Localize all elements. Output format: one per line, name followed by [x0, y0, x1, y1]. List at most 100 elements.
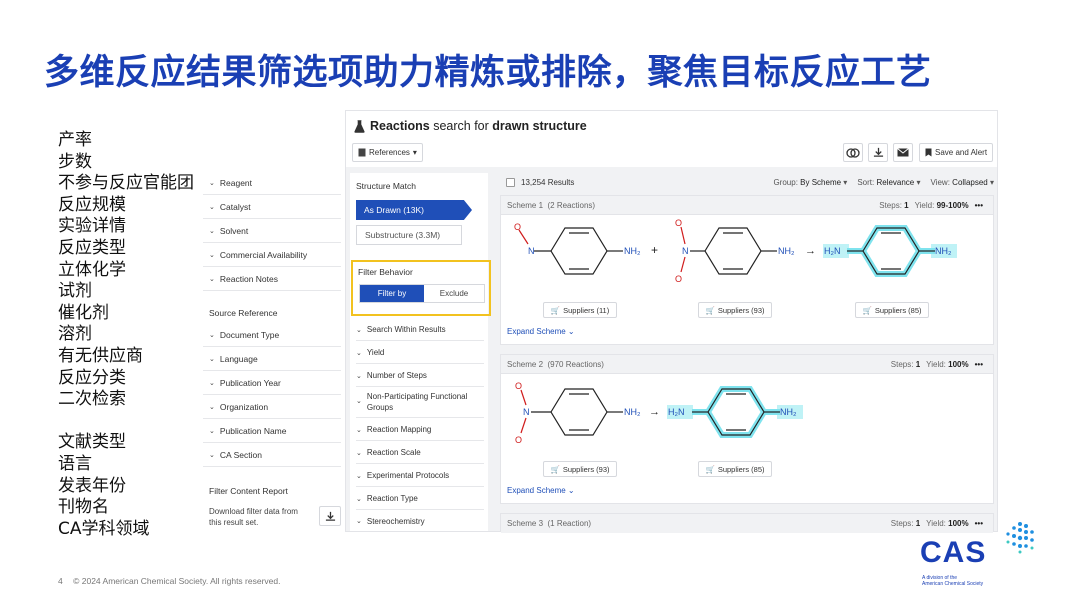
filter-stereochemistry[interactable]: ⌄Stereochemistry	[356, 516, 425, 526]
chevron-down-icon: ⌄	[356, 398, 362, 405]
filter-document-type[interactable]: ⌄Document Type	[203, 324, 341, 347]
download-filter-button[interactable]	[319, 506, 341, 526]
save-and-alert-button[interactable]: Save and Alert	[919, 143, 994, 162]
chevron-down-icon: ⌄	[209, 404, 215, 411]
atom-n: N	[528, 246, 535, 256]
compare-icon	[846, 147, 860, 158]
more-icon[interactable]: •••	[974, 519, 983, 528]
suppliers-button[interactable]: 🛒Suppliers (93)	[698, 302, 772, 318]
filter-by-option[interactable]: Filter by	[360, 285, 424, 302]
atom-o: O	[515, 435, 522, 445]
atom-o: O	[675, 274, 682, 284]
list-item: CA学科领域	[58, 518, 150, 539]
cart-icon: 🛒	[550, 305, 561, 315]
suppliers-button[interactable]: 🛒Suppliers (93)	[543, 461, 617, 477]
suppliers-button[interactable]: 🛒Suppliers (11)	[543, 302, 617, 318]
chevron-down-icon: ⌄	[356, 449, 362, 457]
filter-search-within-results[interactable]: ⌄Search Within Results	[356, 319, 484, 341]
filter-language[interactable]: ⌄Language	[203, 348, 341, 371]
envelope-icon	[897, 148, 909, 157]
filter-publication-name[interactable]: ⌄Publication Name	[203, 420, 341, 443]
filter-reaction-type[interactable]: ⌄Reaction Type	[356, 488, 484, 510]
footer: 4 © 2024 American Chemical Society. All …	[58, 576, 280, 586]
nh2-label: NH₂	[624, 246, 641, 256]
email-button[interactable]	[893, 143, 913, 162]
more-icon[interactable]: •••	[974, 201, 983, 210]
atom-o: O	[675, 218, 682, 228]
group-dropdown[interactable]: Group: By Scheme ▾	[773, 178, 848, 187]
sort-dropdown[interactable]: Sort: Relevance ▾	[857, 178, 921, 187]
chevron-down-icon: ⌄	[356, 349, 362, 357]
as-drawn-option[interactable]: As Drawn (13K)	[356, 200, 472, 220]
reactions-panel: Reactions search for drawn structure Ref…	[345, 110, 998, 533]
copyright: © 2024 American Chemical Society. All ri…	[73, 576, 281, 586]
source-reference-heading: Source Reference	[209, 308, 278, 318]
download-note: Download filter data from this result se…	[209, 507, 298, 527]
bookmark-icon	[925, 148, 932, 157]
cart-icon: 🛒	[862, 305, 872, 315]
cart-icon: 🛒	[705, 464, 715, 474]
filter-publication-year[interactable]: ⌄Publication Year	[203, 372, 341, 395]
view-dropdown[interactable]: View: Collapsed ▾	[930, 178, 994, 187]
filter-reaction-notes[interactable]: ⌄Reaction Notes	[203, 268, 341, 291]
filter-reagent[interactable]: ⌄Reagent	[203, 172, 341, 195]
chevron-down-icon: ⌄	[209, 380, 215, 387]
chevron-down-icon: ⌄	[209, 428, 215, 435]
suppliers-button[interactable]: 🛒Suppliers (85)	[698, 461, 772, 477]
chevron-down-icon: ⌄	[356, 326, 362, 334]
filter-ca-section[interactable]: ⌄CA Section	[203, 444, 341, 467]
chevron-down-icon: ⌄	[209, 452, 215, 459]
reaction-scheme-2: O N O NH₂ →	[515, 381, 803, 445]
filter-reaction-mapping[interactable]: ⌄Reaction Mapping	[356, 419, 484, 441]
download-button[interactable]	[868, 143, 888, 162]
filter-yield[interactable]: ⌄Yield	[356, 342, 484, 364]
filter-number-of-steps[interactable]: ⌄Number of Steps	[356, 365, 484, 387]
reaction-arrow: →	[649, 406, 660, 418]
slide-title: 多维反应结果筛选项助力精炼或排除，聚焦目标反应工艺	[44, 53, 932, 93]
expand-scheme-link[interactable]: Expand Scheme ⌄	[507, 486, 575, 495]
page-number: 4	[58, 576, 63, 586]
results-area: 13,254 Results Group: By Scheme ▾ Sort: …	[500, 173, 994, 533]
reaction-scheme-1: O N NH₂ + O N O	[514, 218, 957, 284]
reaction-arrow: →	[805, 245, 816, 257]
substructure-option[interactable]: Substructure (3.3M)	[356, 225, 462, 245]
nh2-label: NH₂	[778, 246, 795, 256]
compare-button[interactable]	[843, 143, 863, 162]
list-item: 立体化学	[58, 259, 126, 280]
list-item: 二次检索	[58, 389, 126, 410]
chevron-down-icon: ⌄	[209, 356, 215, 363]
list-item: 产率	[58, 130, 92, 150]
filter-catalyst[interactable]: ⌄Catalyst	[203, 196, 341, 219]
h2n-label: H₂N	[824, 246, 841, 256]
exclude-option[interactable]: Exclude	[439, 289, 469, 298]
nh2-label: NH₂	[935, 246, 952, 256]
more-icon[interactable]: •••	[974, 360, 983, 369]
nh2-label: NH₂	[780, 407, 797, 417]
atom-o: O	[514, 222, 521, 232]
filter-experimental-protocols[interactable]: ⌄Experimental Protocols	[356, 465, 484, 487]
list-item: 刊物名	[58, 497, 109, 518]
select-all-checkbox[interactable]	[506, 178, 515, 187]
list-item: 反应规模	[58, 194, 126, 215]
filter-organization[interactable]: ⌄Organization	[203, 396, 341, 419]
filter-reaction-scale[interactable]: ⌄Reaction Scale	[356, 442, 484, 464]
download-icon	[873, 147, 883, 157]
list-item: 步数	[58, 151, 92, 172]
chevron-down-icon: ⌄	[356, 518, 362, 525]
references-dropdown[interactable]: References ▾	[352, 143, 423, 162]
list-item: 反应分类	[58, 367, 126, 388]
expand-scheme-link[interactable]: Expand Scheme ⌄	[507, 327, 575, 336]
results-count: 13,254 Results	[521, 178, 575, 187]
list-item: 反应类型	[58, 237, 126, 258]
suppliers-button[interactable]: 🛒Suppliers (85)	[855, 302, 929, 318]
filter-solvent[interactable]: ⌄Solvent	[203, 220, 341, 243]
results-header: 13,254 Results Group: By Scheme ▾ Sort: …	[500, 173, 994, 193]
structure-match-label: Structure Match	[356, 181, 416, 191]
filter-behavior-label: Filter Behavior	[358, 267, 413, 277]
results-options: Group: By Scheme ▾ Sort: Relevance ▾ Vie…	[773, 178, 994, 187]
filter-commercial-availability[interactable]: ⌄Commercial Availability	[203, 244, 341, 267]
